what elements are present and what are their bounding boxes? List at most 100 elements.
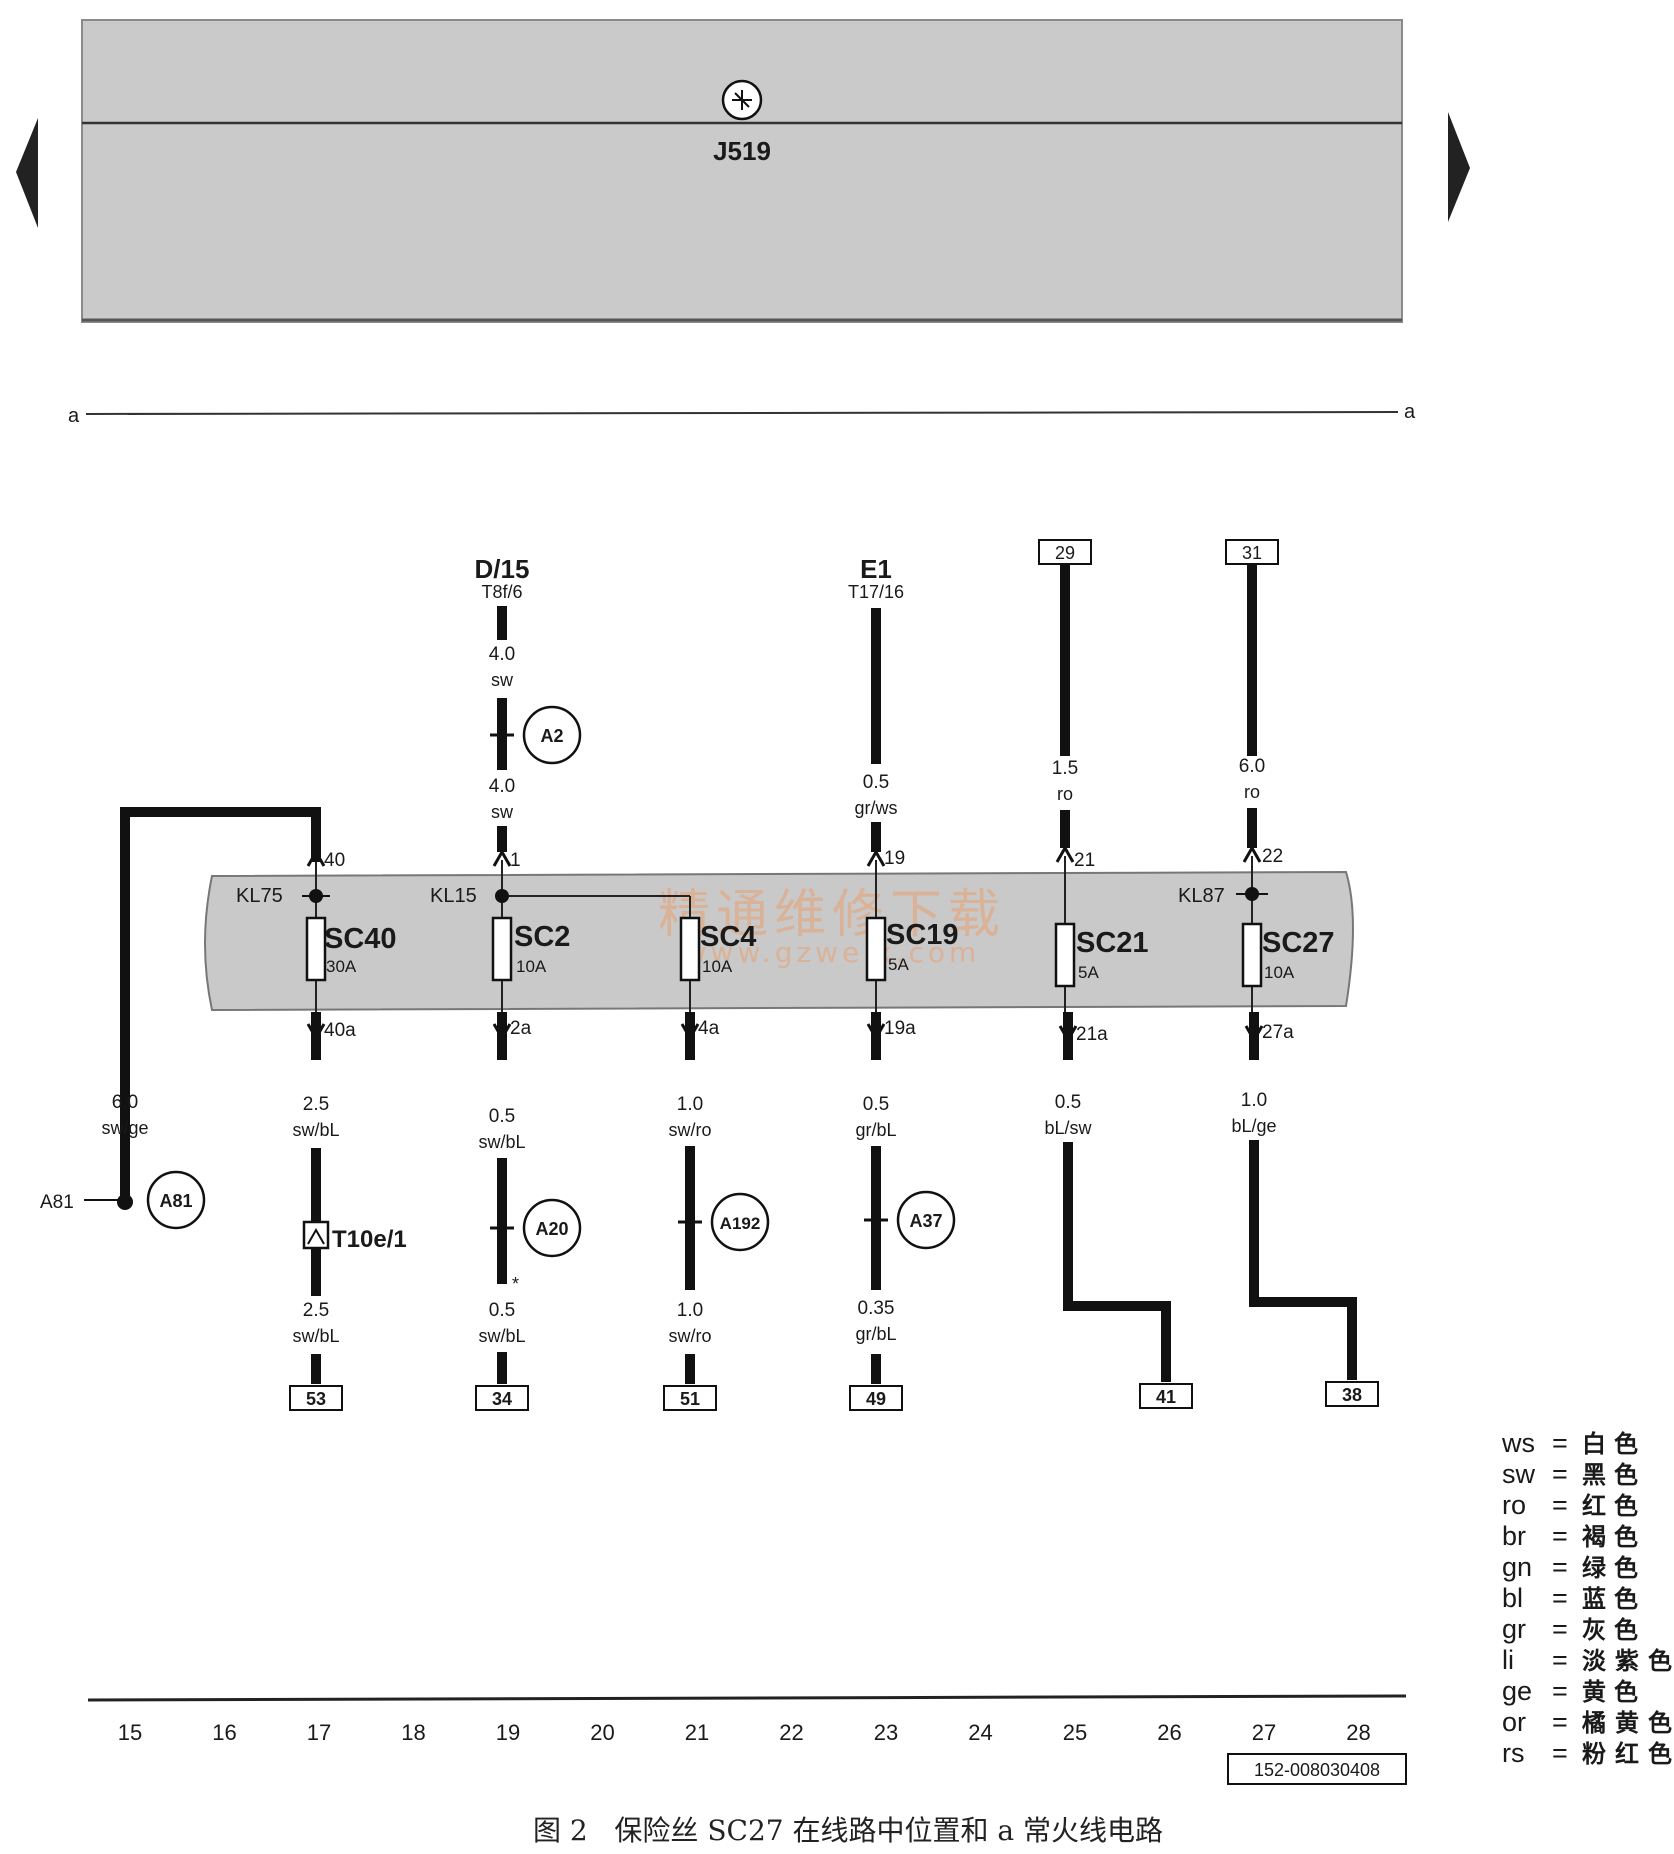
legend-code: rs: [1502, 1738, 1525, 1768]
legend-meaning: 橘黄色: [1582, 1709, 1672, 1737]
out-53-size-upper: 2.5: [303, 1094, 329, 1115]
fuse-name: SC2: [514, 921, 570, 953]
watermark-url: www.gzweix.com: [684, 936, 981, 969]
ref-box-34: 34: [492, 1389, 512, 1409]
terminal-nodes: KL75 KL15 KL87: [236, 885, 1268, 907]
ecu-circle-icon: [721, 79, 763, 121]
legend-meaning: 褐色: [1581, 1523, 1638, 1551]
out-38-size: 1.0: [1241, 1090, 1267, 1111]
bus-left-label: a: [68, 405, 80, 427]
fuse-sc2[interactable]: SC2 10A: [491, 916, 570, 982]
wire-d-color-top: sw: [491, 670, 514, 690]
source-e1: E1 T17/16 0.5 gr/ws: [848, 554, 904, 818]
ruler-label: 20: [590, 1720, 614, 1745]
out-34-color-lower: sw/bL: [478, 1326, 525, 1346]
fuse-name: SC21: [1076, 927, 1149, 959]
out-49-color-upper: gr/bL: [855, 1120, 896, 1140]
ref-box-31: 31: [1242, 543, 1262, 563]
wire-e-size: 0.5: [863, 772, 889, 793]
left-feed-size: 6.0: [112, 1092, 138, 1113]
legend-equals: =: [1552, 1490, 1568, 1520]
page-right-arrow-icon[interactable]: [1448, 112, 1470, 222]
pin-2a: 2a: [510, 1018, 532, 1039]
ref-box-49: 49: [866, 1389, 886, 1409]
out-34-size-upper: 0.5: [489, 1106, 515, 1127]
ref-box-51: 51: [680, 1389, 700, 1409]
left-node-label: A81: [40, 1192, 74, 1213]
legend-equals: =: [1552, 1676, 1568, 1706]
page-left-arrow-icon[interactable]: [16, 118, 38, 228]
source-d15: D/15 T8f/6 4.0 sw A2 4.0 sw: [475, 554, 582, 822]
fuse-sc27[interactable]: SC27 10A: [1241, 922, 1335, 988]
splice-a2-circle-icon: [522, 705, 582, 765]
wire-d-color-bottom: sw: [491, 802, 514, 822]
legend-entry: br=褐色: [1502, 1521, 1638, 1551]
legend-meaning: 白色: [1582, 1430, 1638, 1458]
pin-19: 19: [884, 848, 905, 869]
legend-equals: =: [1552, 1583, 1568, 1613]
output-49: 0.5 gr/bL A37 0.35 gr/bL 49: [849, 1094, 956, 1411]
out-53-color-lower: sw/bL: [292, 1326, 339, 1346]
out-38-color: bL/ge: [1231, 1116, 1276, 1136]
pin-40a: 40a: [324, 1020, 356, 1041]
source-31[interactable]: 31 6.0 ro: [1225, 539, 1279, 802]
watermark-cn: 精通维修下载: [658, 885, 1006, 945]
legend-meaning: 淡紫色: [1582, 1647, 1672, 1675]
wire-31-size: 6.0: [1239, 756, 1265, 777]
fuse-sc19[interactable]: SC19 5A: [865, 916, 959, 982]
source-e-connector: T17/16: [848, 582, 904, 602]
fuse-name: SC40: [324, 923, 397, 955]
ruler-label: 19: [496, 1720, 520, 1745]
watermark: 精通维修下载 www.gzweix.com: [658, 885, 1006, 969]
bus-line-a: a a: [68, 401, 1416, 427]
source-29[interactable]: 29 1.5 ro: [1038, 539, 1092, 804]
splice-a81-label: A81: [159, 1191, 192, 1211]
splice-a192-circle-icon: [710, 1192, 770, 1252]
output-38: 1.0 bL/ge 38: [1231, 1090, 1379, 1407]
ruler-label: 15: [118, 1720, 142, 1745]
legend-entry: sw=黑色: [1502, 1459, 1638, 1489]
wire-31-color: ro: [1244, 782, 1260, 802]
source-e-name: E1: [860, 554, 892, 584]
splice-a37-circle-icon: [896, 1190, 956, 1250]
fuse-sc40[interactable]: SC40 30A: [305, 916, 397, 982]
splice-a20-label: A20: [535, 1219, 568, 1239]
pin-22: 22: [1262, 846, 1283, 867]
fuse-sc21[interactable]: SC21 5A: [1054, 922, 1149, 988]
fuse-rating: 10A: [702, 957, 733, 976]
wire-out-38: [1249, 1140, 1357, 1380]
out-51-color-lower: sw/ro: [668, 1326, 711, 1346]
out-34-mark: *: [512, 1274, 519, 1294]
color-legend: ws=白色sw=黑色ro=红色br=褐色gn=绿色bl=蓝色gr=灰色li=淡紫…: [1501, 1428, 1672, 1768]
output-34: 0.5 sw/bL A20 * 0.5 sw/bL 34: [475, 1106, 582, 1411]
output-41: 0.5 bL/sw 41: [1044, 1092, 1193, 1409]
fuses: SC40 30A SC2 10A SC4 10A SC19 5A SC21 5A…: [305, 916, 1335, 988]
legend-equals: =: [1552, 1614, 1568, 1644]
out-51-color-upper: sw/ro: [668, 1120, 711, 1140]
fuse-name: SC27: [1262, 927, 1335, 959]
legend-meaning: 黑色: [1582, 1461, 1638, 1489]
fuse-sc4[interactable]: SC4 10A: [679, 916, 756, 982]
pin-19a: 19a: [884, 1018, 916, 1039]
control-unit-label: J519: [713, 136, 771, 166]
out-53-color-upper: sw/bL: [292, 1120, 339, 1140]
out-49-color-lower: gr/bL: [855, 1324, 896, 1344]
fuse-rating: 10A: [1264, 963, 1295, 982]
legend-code: ws: [1501, 1428, 1535, 1458]
legend-equals: =: [1552, 1552, 1568, 1582]
fuse-name: SC4: [700, 921, 756, 953]
legend-equals: =: [1552, 1459, 1568, 1489]
splice-a192-label: A192: [720, 1214, 761, 1233]
legend-code: ro: [1502, 1490, 1526, 1520]
pin-4a: 4a: [698, 1018, 720, 1039]
ruler-label: 25: [1063, 1720, 1087, 1745]
pins-top: 40 1 19 21 22: [324, 846, 1283, 871]
legend-meaning: 灰色: [1582, 1616, 1638, 1644]
legend-entry: gn=绿色: [1502, 1552, 1638, 1582]
legend-entry: ws=白色: [1501, 1428, 1638, 1458]
figure-caption: 图 2 保险丝 SC27 在线路中位置和 a 常火线电路: [533, 1814, 1163, 1847]
fuse-name: SC19: [886, 919, 959, 951]
figure-id: 152-008030408: [1254, 1760, 1380, 1780]
pin-21a: 21a: [1076, 1024, 1108, 1045]
